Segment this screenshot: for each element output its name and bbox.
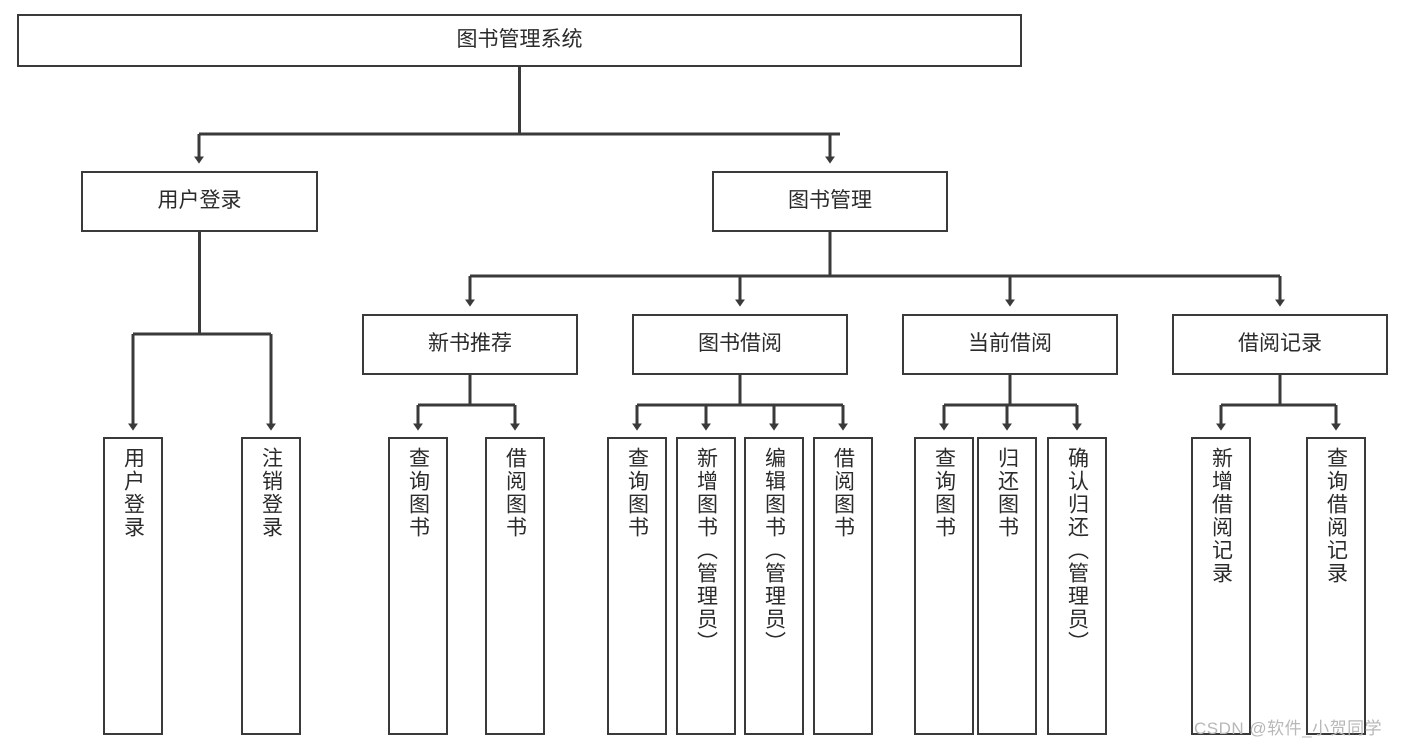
node-label: 新增图书（管理员）	[694, 447, 718, 654]
node-label: 借阅图书	[503, 447, 527, 539]
leaf-user-login-signin[interactable]: 用户登录	[103, 437, 163, 735]
leaf-borrow-add-book-admin[interactable]: 新增图书（管理员）	[676, 437, 736, 735]
node-label: 用户登录	[157, 189, 242, 213]
node-root-library-management-system[interactable]: 图书管理系统	[17, 14, 1022, 67]
node-borrow-record[interactable]: 借阅记录	[1172, 314, 1388, 375]
node-label: 查询图书	[406, 447, 430, 539]
node-label: 新增借阅记录	[1209, 447, 1233, 585]
node-label: 借阅图书	[831, 447, 855, 539]
csdn-watermark: CSDN @软件_小贺同学	[1194, 719, 1383, 738]
node-label: 图书管理	[788, 189, 872, 213]
node-label: 注销登录	[259, 447, 283, 539]
node-label: 图书借阅	[698, 332, 782, 356]
leaf-record-add-borrow-record[interactable]: 新增借阅记录	[1191, 437, 1251, 735]
node-label: 查询图书	[625, 447, 649, 539]
leaf-user-login-signout[interactable]: 注销登录	[241, 437, 301, 735]
node-label: 新书推荐	[428, 332, 512, 356]
node-current-borrow[interactable]: 当前借阅	[902, 314, 1118, 375]
leaf-current-confirm-return-admin[interactable]: 确认归还（管理员）	[1047, 437, 1107, 735]
leaf-new-book-query[interactable]: 查询图书	[388, 437, 448, 735]
leaf-borrow-edit-book-admin[interactable]: 编辑图书（管理员）	[744, 437, 804, 735]
node-label: 图书管理系统	[456, 28, 583, 52]
node-label: 查询图书	[932, 447, 956, 539]
leaf-record-query-borrow-record[interactable]: 查询借阅记录	[1306, 437, 1366, 735]
node-user-login[interactable]: 用户登录	[81, 171, 318, 232]
node-label: 用户登录	[121, 447, 145, 539]
leaf-new-book-borrow[interactable]: 借阅图书	[485, 437, 545, 735]
node-label: 归还图书	[995, 447, 1019, 539]
node-new-book-recommend[interactable]: 新书推荐	[362, 314, 578, 375]
node-label: 当前借阅	[968, 332, 1052, 356]
node-label: 编辑图书（管理员）	[762, 447, 786, 654]
leaf-borrow-query-book[interactable]: 查询图书	[607, 437, 667, 735]
node-book-management[interactable]: 图书管理	[712, 171, 948, 232]
leaf-current-return-book[interactable]: 归还图书	[977, 437, 1037, 735]
leaf-current-query-book[interactable]: 查询图书	[914, 437, 974, 735]
node-label: 确认归还（管理员）	[1065, 447, 1089, 654]
node-book-borrow[interactable]: 图书借阅	[632, 314, 848, 375]
leaf-borrow-borrow-book[interactable]: 借阅图书	[813, 437, 873, 735]
node-label: 借阅记录	[1238, 332, 1322, 356]
node-label: 查询借阅记录	[1324, 447, 1348, 585]
